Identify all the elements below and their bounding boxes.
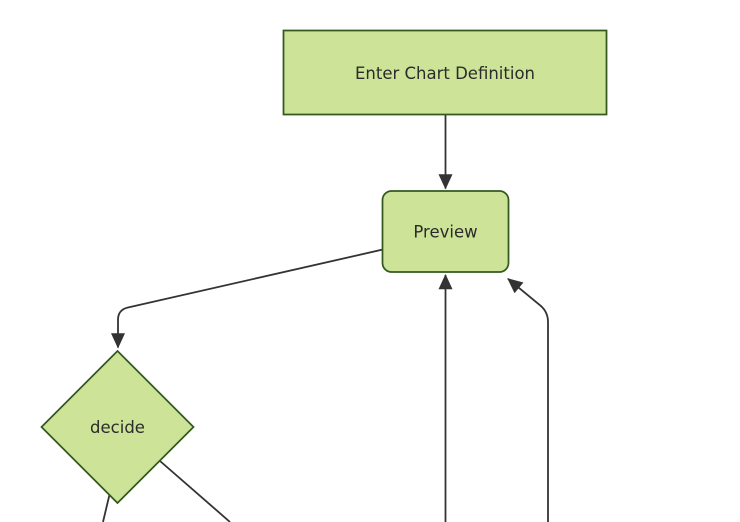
edge-decide-to-bottom-left [102,492,111,522]
node-enter-chart-definition: Enter Chart Definition [282,29,608,116]
decide-label: decide [90,418,145,437]
node-preview: Preview [381,190,510,273]
decide-diamond [40,349,195,505]
preview-box [381,190,510,273]
edge-decide-to-bottom-right [159,460,231,522]
node-decide: decide [40,349,195,505]
edge-preview-to-decide [111,248,384,349]
enter-chart-definition-label: Enter Chart Definition [355,64,535,83]
edge-bottom-right-to-preview [507,278,549,522]
preview-label: Preview [413,223,477,242]
edge-layer [102,114,549,522]
enter-chart-definition-box [282,29,608,116]
